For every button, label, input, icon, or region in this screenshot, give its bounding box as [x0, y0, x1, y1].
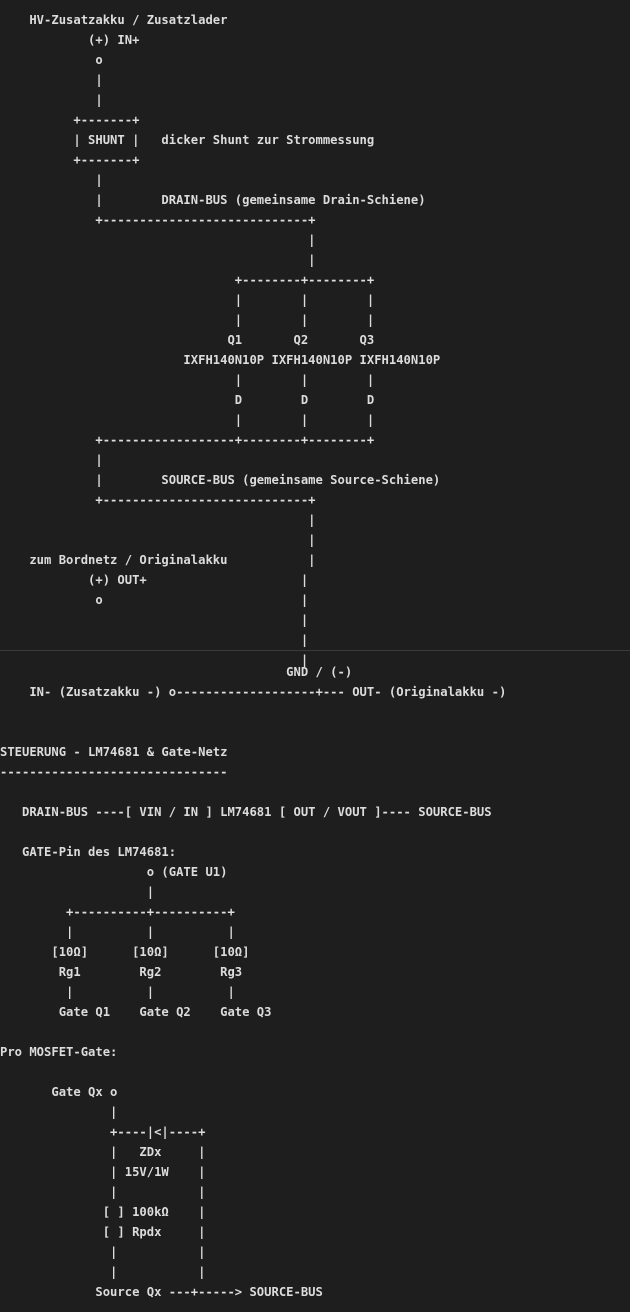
power-diagram-line: +-------+ — [0, 113, 140, 127]
power-diagram-line: +----------------------------+ — [0, 213, 316, 227]
power-diagram-line: | — [0, 173, 103, 187]
control-diagram-line: Source Qx ---+-----> SOURCE-BUS — [0, 1285, 323, 1299]
power-diagram-line: | | | — [0, 413, 375, 427]
control-diagram-line: IN- (Zusatzakku -) o-------------------+… — [0, 685, 507, 699]
power-diagram-line: | — [0, 233, 316, 247]
power-diagram-line: zum Bordnetz / Originalakku | — [0, 553, 316, 567]
control-diagram-line: | — [0, 885, 155, 899]
section-divider — [0, 650, 630, 651]
control-diagram-line: | ZDx | — [0, 1145, 206, 1159]
control-diagram-line: +----------+----------+ — [0, 905, 235, 919]
power-diagram-line: | | | — [0, 373, 375, 387]
power-diagram-line: +----------------------------+ — [0, 493, 316, 507]
power-diagram-line: D D D — [0, 393, 375, 407]
power-diagram-line: | — [0, 73, 103, 87]
power-diagram-line: | | | — [0, 293, 375, 307]
power-diagram-line: | — [0, 533, 316, 547]
control-diagram-line: [ ] Rpdx | — [0, 1225, 206, 1239]
control-diagram-line: o (GATE U1) — [0, 865, 228, 879]
power-diagram-line: | — [0, 453, 103, 467]
power-stage-ascii-diagram: HV-Zusatzakku / Zusatzlader (+) IN+ o | … — [0, 10, 440, 670]
power-diagram-line: (+) OUT+ | — [0, 573, 309, 587]
control-diagram-line: [ ] 100kΩ | — [0, 1205, 206, 1219]
control-diagram-line: | | | — [0, 925, 235, 939]
power-diagram-line: | — [0, 613, 309, 627]
power-diagram-line: IXFH140N10P IXFH140N10P IXFH140N10P — [0, 353, 441, 367]
control-diagram-line: | | — [0, 1185, 206, 1199]
power-diagram-line: o | — [0, 593, 309, 607]
power-diagram-line: | — [0, 253, 316, 267]
control-diagram-line: GATE-Pin des LM74681: — [0, 845, 177, 859]
control-diagram-line: | | | — [0, 985, 235, 999]
power-diagram-line: | | | — [0, 313, 375, 327]
power-diagram-line: HV-Zusatzakku / Zusatzlader — [0, 13, 228, 27]
power-diagram-line: Q1 Q2 Q3 — [0, 333, 375, 347]
control-diagram-line: STEUERUNG - LM74681 & Gate-Netz — [0, 745, 228, 759]
power-diagram-line: | — [0, 93, 103, 107]
control-diagram-line: | — [0, 1105, 118, 1119]
power-diagram-line: (+) IN+ — [0, 33, 140, 47]
power-diagram-line: +-------+ — [0, 153, 140, 167]
control-diagram-line: Rg1 Rg2 Rg3 — [0, 965, 243, 979]
control-diagram-line: ------------------------------- — [0, 765, 228, 779]
power-diagram-line: | — [0, 653, 309, 667]
power-diagram-line: +--------+--------+ — [0, 273, 375, 287]
control-diagram-line: | | — [0, 1265, 206, 1279]
control-diagram-line: DRAIN-BUS ----[ VIN / IN ] LM74681 [ OUT… — [0, 805, 492, 819]
power-diagram-line: | SOURCE-BUS (gemeinsame Source-Schiene) — [0, 473, 441, 487]
control-diagram-line: [10Ω] [10Ω] [10Ω] — [0, 945, 250, 959]
control-network-ascii-diagram: GND / (-) IN- (Zusatzakku -) o----------… — [0, 662, 506, 1302]
control-diagram-line: Gate Q1 Gate Q2 Gate Q3 — [0, 1005, 272, 1019]
power-diagram-line: | DRAIN-BUS (gemeinsame Drain-Schiene) — [0, 193, 426, 207]
power-diagram-line: +------------------+--------+--------+ — [0, 433, 375, 447]
control-diagram-line: | | — [0, 1245, 206, 1259]
power-diagram-line: o — [0, 53, 103, 67]
control-diagram-line: | 15V/1W | — [0, 1165, 206, 1179]
control-diagram-line: +----|<|----+ — [0, 1125, 206, 1139]
power-diagram-line: | — [0, 513, 316, 527]
power-diagram-line: | — [0, 633, 309, 647]
control-diagram-line: Pro MOSFET-Gate: — [0, 1045, 118, 1059]
power-diagram-line: | SHUNT | dicker Shunt zur Strommessung — [0, 133, 375, 147]
control-diagram-line: GND / (-) — [0, 665, 353, 679]
control-diagram-line: Gate Qx o — [0, 1085, 118, 1099]
